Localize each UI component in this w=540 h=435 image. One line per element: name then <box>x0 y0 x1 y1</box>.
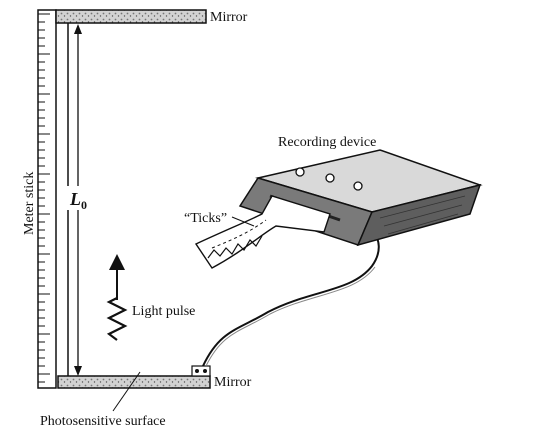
light-pulse-label: Light pulse <box>132 304 195 319</box>
mirror-top-label: Mirror <box>210 10 248 25</box>
length-label: L0 <box>69 189 87 212</box>
meter-stick <box>37 9 57 389</box>
signal-cable <box>202 231 380 367</box>
photosensitive-surface-label: Photosensitive surface <box>40 414 166 429</box>
paper-tape <box>194 195 331 269</box>
bottom-mirror <box>57 365 211 389</box>
ticks-pointer <box>231 216 255 227</box>
ticks-label: “Ticks” <box>184 211 227 226</box>
length-arrow <box>66 24 90 376</box>
meter-stick-label: Meter stick <box>22 172 37 235</box>
photosensitive-pointer <box>112 371 141 412</box>
recording-device-label: Recording device <box>278 135 376 150</box>
mirror-bottom-label: Mirror <box>214 375 252 390</box>
light-pulse-icon <box>106 254 128 341</box>
